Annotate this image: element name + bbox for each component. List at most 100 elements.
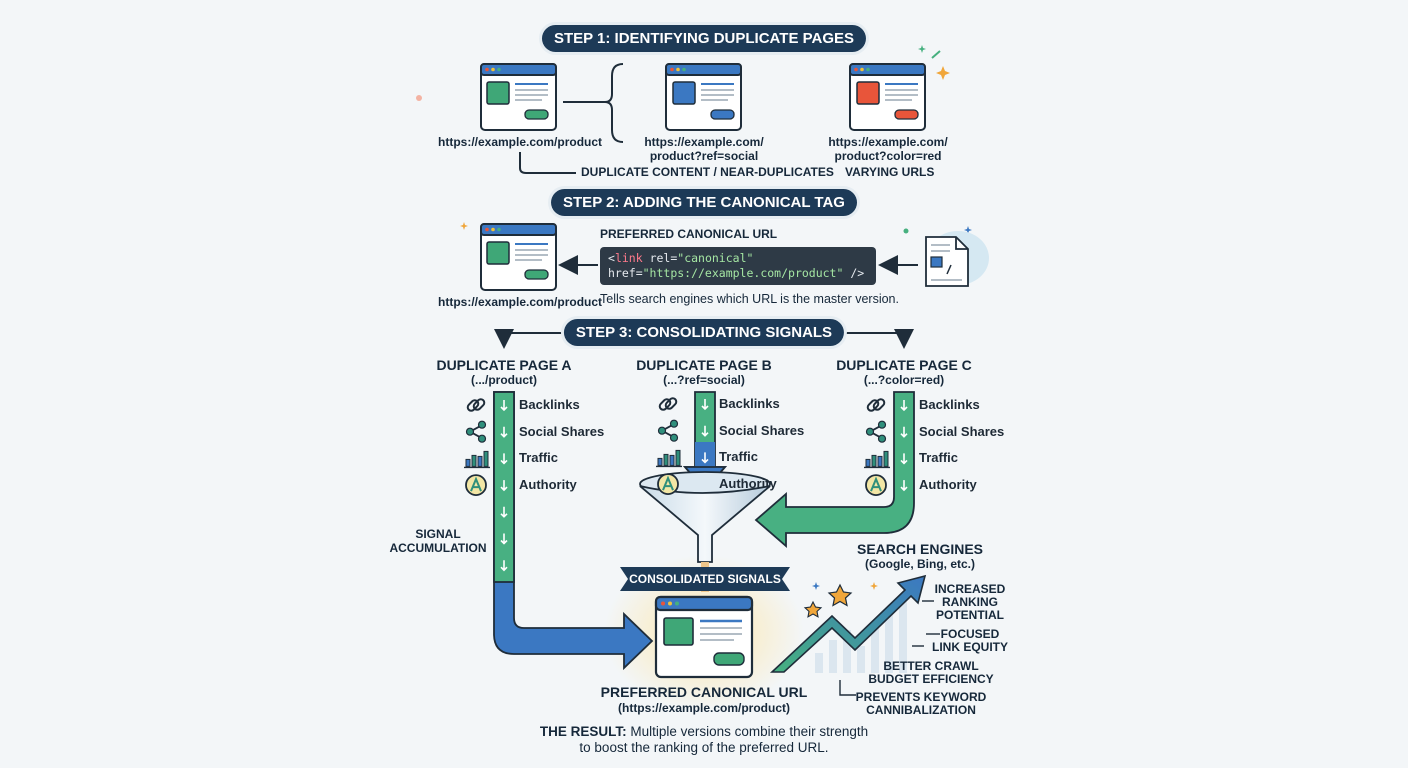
down-arrow-glyph xyxy=(500,453,508,465)
down-arrow-glyph xyxy=(701,425,709,437)
preferred-canonical-label: PREFERRED CANONICAL URL xyxy=(600,227,778,241)
url-ref-line1: https://example.com/ xyxy=(644,135,764,149)
duplicate-content-label: DUPLICATE CONTENT / NEAR-DUPLICATES xyxy=(581,165,834,179)
benefit-crawl-budget: BETTER CRAWL BUDGET EFFICIENCY xyxy=(868,660,993,686)
signal-label-b-4: Authority xyxy=(719,476,777,492)
accum-line1: SIGNAL xyxy=(415,527,461,541)
step1-title: STEP 1: IDENTIFYING DUPLICATE PAGES xyxy=(541,25,867,52)
down-arrow-glyph xyxy=(701,399,709,411)
step3-title: STEP 3: CONSOLIDATING SIGNALS xyxy=(563,319,845,346)
benefit-ranking-l3: POTENTIAL xyxy=(936,608,1004,622)
signal-label-b-2: Social Shares xyxy=(719,422,805,438)
canonical-code-snippet: <link rel="canonical" href="https://exam… xyxy=(600,247,876,285)
sparkle-icons xyxy=(416,45,972,234)
result-line1: THE RESULT: Multiple versions combine th… xyxy=(539,724,869,739)
link-icon xyxy=(658,397,678,411)
url-color: https://example.com/ product?color=red xyxy=(828,135,947,163)
benefit-crawl-l1: BETTER CRAWL xyxy=(883,659,979,673)
canonical-note: Tells search engines which URL is the ma… xyxy=(600,292,899,306)
star-icons xyxy=(803,582,878,618)
signal-accumulation-label: SIGNAL ACCUMULATION xyxy=(389,527,486,555)
page-b-title: DUPLICATE PAGE B xyxy=(636,357,772,373)
signal-label-c-4: Authority xyxy=(919,477,977,493)
preferred-canonical-title: PREFERRED CANONICAL URL xyxy=(600,684,808,700)
canonical-url: https://example.com/product xyxy=(438,295,603,309)
consolidated-ribbon xyxy=(620,567,790,591)
down-arrow-glyph xyxy=(500,480,508,492)
url-color-line2: product?color=red xyxy=(834,149,942,163)
html-file-icon xyxy=(925,231,989,287)
page-c-title: DUPLICATE PAGE C xyxy=(836,357,972,373)
signal-label-b-1: Backlinks xyxy=(719,396,780,411)
down-arrow-glyph xyxy=(500,426,508,438)
varying-urls-label: VARYING URLS xyxy=(845,165,935,179)
share-icon xyxy=(657,419,679,442)
bar-chart-icon xyxy=(656,449,682,468)
down-arrow-glyph xyxy=(900,453,908,465)
branch-arrow-left xyxy=(494,329,578,349)
browser-window-icon-main xyxy=(480,63,557,131)
signal-label-a-1: Backlinks xyxy=(519,397,580,412)
page-b-path: (...?ref=social) xyxy=(663,373,745,387)
benefit-ranking-l1: INCREASED xyxy=(934,582,1006,596)
search-engines-title: SEARCH ENGINES xyxy=(856,541,984,557)
signal-label-c-2: Social Shares xyxy=(919,423,1005,439)
signal-label-a-2: Social Shares xyxy=(519,423,605,439)
consolidated-signals-label: CONSOLIDATED SIGNALS xyxy=(629,572,781,586)
code-line-1: <link rel="canonical" xyxy=(608,251,754,265)
signal-label-b-3: Traffic xyxy=(719,449,759,465)
down-arrow-glyph xyxy=(701,452,709,464)
down-arrow-glyphs xyxy=(500,399,908,572)
search-engines-sub: (Google, Bing, etc.) xyxy=(865,557,975,571)
signal-column-c xyxy=(754,391,915,548)
benefit-ranking-l2: RANKING xyxy=(942,595,998,609)
browser-window-icon-ref xyxy=(665,63,742,131)
url-ref-line2: product?ref=social xyxy=(649,149,759,163)
down-arrow-glyph xyxy=(500,560,508,572)
url-main: https://example.com/product xyxy=(438,135,603,149)
browser-window-icon-canonical xyxy=(480,223,557,291)
benefit-link-equity: FOCUSED LINK EQUITY xyxy=(932,628,1008,654)
page-a-path: (.../product) xyxy=(471,373,537,387)
page-c-path: (...?color=red) xyxy=(863,373,945,387)
authority-icon xyxy=(657,473,679,496)
benefit-crawl-l2: BUDGET EFFICIENCY xyxy=(868,672,994,686)
down-arrow-glyph xyxy=(900,480,908,492)
authority-icon xyxy=(865,474,887,497)
code-line-2: href="https://example.com/product" /> xyxy=(608,266,865,280)
browser-window-icon-color xyxy=(849,63,926,131)
down-arrow-glyph xyxy=(500,400,508,412)
share-icon xyxy=(865,420,887,443)
benefit-cannib-l1: PREVENTS KEYWORD xyxy=(855,690,987,704)
down-arrow-glyph xyxy=(500,506,508,518)
benefit-leader-lines xyxy=(839,600,940,696)
benefit-cannib-l2: CANNIBALIZATION xyxy=(866,703,976,717)
preferred-canonical-url: (https://example.com/product) xyxy=(617,701,791,715)
url-color-line1: https://example.com/ xyxy=(828,135,948,149)
signal-label-c-1: Backlinks xyxy=(919,397,980,412)
down-arrow-glyph xyxy=(500,533,508,545)
page-a-title: DUPLICATE PAGE A xyxy=(436,357,572,373)
branch-arrow-right xyxy=(830,329,914,349)
benefit-ranking: INCREASED RANKING POTENTIAL xyxy=(935,583,1006,622)
accum-line2: ACCUMULATION xyxy=(389,541,487,555)
down-arrow-glyph xyxy=(900,400,908,412)
authority-icon xyxy=(465,474,487,497)
link-icon xyxy=(866,398,886,412)
brace-connector xyxy=(519,63,624,174)
benefit-equity-l1: FOCUSED xyxy=(940,627,1000,641)
signal-label-a-4: Authority xyxy=(519,477,577,493)
benefit-equity-l2: LINK EQUITY xyxy=(931,640,1009,654)
result-line2: to boost the ranking of the preferred UR… xyxy=(579,740,829,755)
step2-title: STEP 2: ADDING THE CANONICAL TAG xyxy=(551,189,857,216)
growth-trend-icon xyxy=(769,574,927,673)
result-text: THE RESULT: Multiple versions combine th… xyxy=(540,724,868,756)
link-icon xyxy=(466,398,486,412)
benefit-cannibalization: PREVENTS KEYWORD CANNIBALIZATION xyxy=(856,691,987,717)
browser-window-icon-preferred xyxy=(654,595,754,679)
signal-label-c-3: Traffic xyxy=(919,450,959,466)
down-arrow-glyph xyxy=(900,426,908,438)
bar-chart-icon xyxy=(464,450,490,469)
